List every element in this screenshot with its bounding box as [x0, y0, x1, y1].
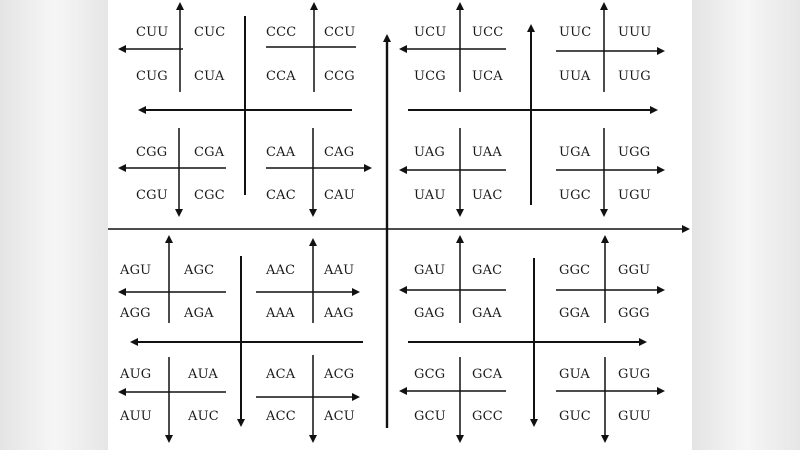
- codon-label: AUU: [119, 409, 152, 424]
- blurred-background-right: [692, 0, 800, 450]
- codon-label: GCC: [472, 409, 503, 424]
- codon-label: AAA: [265, 306, 295, 321]
- codon-group-gg: [556, 235, 665, 323]
- codon-group-ug: [556, 128, 665, 217]
- codon-group-uu: [556, 2, 665, 92]
- codon-label: CCU: [324, 25, 355, 40]
- codon-label: GGC: [559, 263, 590, 278]
- codon-label: AGA: [183, 306, 214, 321]
- codon-label: UUU: [618, 25, 651, 40]
- codon-group-ca: [266, 128, 372, 217]
- codon-label: CCC: [266, 25, 296, 40]
- codon-label: AUG: [119, 367, 151, 382]
- codon-label: UUG: [618, 69, 651, 84]
- codon-label: UUC: [559, 25, 591, 40]
- codon-label: AAC: [265, 263, 295, 278]
- codon-label: AAG: [323, 306, 354, 321]
- codon-label: UAG: [414, 145, 445, 160]
- codon-label: GUC: [559, 409, 591, 424]
- codon-label: CUG: [136, 69, 168, 84]
- codon-label: ACC: [265, 409, 296, 424]
- codon-group-ua: [399, 128, 506, 217]
- codon-label: GAU: [414, 263, 445, 278]
- codon-diagram-panel: CUU CUC CUG CUA CCC CCU CCA CCG CGG CGA …: [108, 0, 692, 450]
- codon-group-cg: [118, 128, 226, 217]
- codon-group-gu: [556, 357, 665, 443]
- codon-label: UAC: [472, 188, 503, 203]
- codon-label: CUC: [194, 25, 225, 40]
- codon-label: AGC: [183, 263, 214, 278]
- codon-label: CAG: [324, 145, 354, 160]
- codon-label: UGA: [559, 145, 591, 160]
- codon-label: GAC: [472, 263, 502, 278]
- codon-label: ACG: [323, 367, 354, 382]
- codon-label: GGA: [559, 306, 590, 321]
- codon-group-cc: [266, 2, 356, 92]
- codon-group-cu: [118, 2, 184, 92]
- codon-label: UGU: [618, 188, 651, 203]
- codon-label: AAU: [323, 263, 354, 278]
- codon-label: UCA: [472, 69, 503, 84]
- codon-label: CGU: [136, 188, 168, 203]
- codon-label: GGG: [618, 306, 650, 321]
- quadrant-arrows: [130, 16, 658, 427]
- codon-label: GCA: [472, 367, 503, 382]
- codon-label: AUC: [187, 409, 219, 424]
- codon-group-aa: [256, 238, 360, 323]
- codon-label: ACA: [265, 367, 296, 382]
- codon-arrow-diagram: CUU CUC CUG CUA CCC CCU CCA CCG CGG CGA …: [108, 2, 690, 443]
- codon-label: CUA: [194, 69, 225, 84]
- blurred-background-left: [0, 0, 108, 450]
- codon-label: UUA: [559, 69, 591, 84]
- codon-label: UCU: [414, 25, 446, 40]
- codon-label: ACU: [323, 409, 355, 424]
- codon-label: AGU: [119, 263, 151, 278]
- codon-label: GAG: [414, 306, 445, 321]
- codon-label: GUG: [618, 367, 650, 382]
- codon-label: GUA: [559, 367, 590, 382]
- codon-label: GUU: [618, 409, 651, 424]
- codon-group-ga: [399, 235, 506, 323]
- codon-group-gc: [399, 357, 506, 443]
- codon-label: CGC: [194, 188, 225, 203]
- codon-label: AUA: [187, 367, 218, 382]
- codon-label: GAA: [472, 306, 502, 321]
- codon-label: GGU: [618, 263, 650, 278]
- codon-label: CAU: [324, 188, 355, 203]
- codon-label: UCC: [472, 25, 503, 40]
- codon-label: UAU: [414, 188, 446, 203]
- codon-label: CCG: [324, 69, 355, 84]
- codon-label: CGG: [136, 145, 167, 160]
- codon-label: UGC: [559, 188, 591, 203]
- codon-label: CAC: [266, 188, 296, 203]
- codon-label: CGA: [194, 145, 225, 160]
- codon-label: UGG: [618, 145, 650, 160]
- main-axes: [108, 34, 690, 428]
- codon-group-ag: [118, 235, 226, 323]
- codon-label: CAA: [266, 145, 296, 160]
- codon-group-ac: [256, 355, 360, 443]
- codon-group-uc: [399, 2, 506, 92]
- codon-label: UCG: [414, 69, 446, 84]
- codon-label: GCG: [414, 367, 445, 382]
- codon-label: AGG: [119, 306, 151, 321]
- codon-label: UAA: [472, 145, 502, 160]
- codon-label: CUU: [136, 25, 168, 40]
- codon-label: CCA: [266, 69, 296, 84]
- codon-group-au: [118, 357, 226, 443]
- codon-label: GCU: [414, 409, 446, 424]
